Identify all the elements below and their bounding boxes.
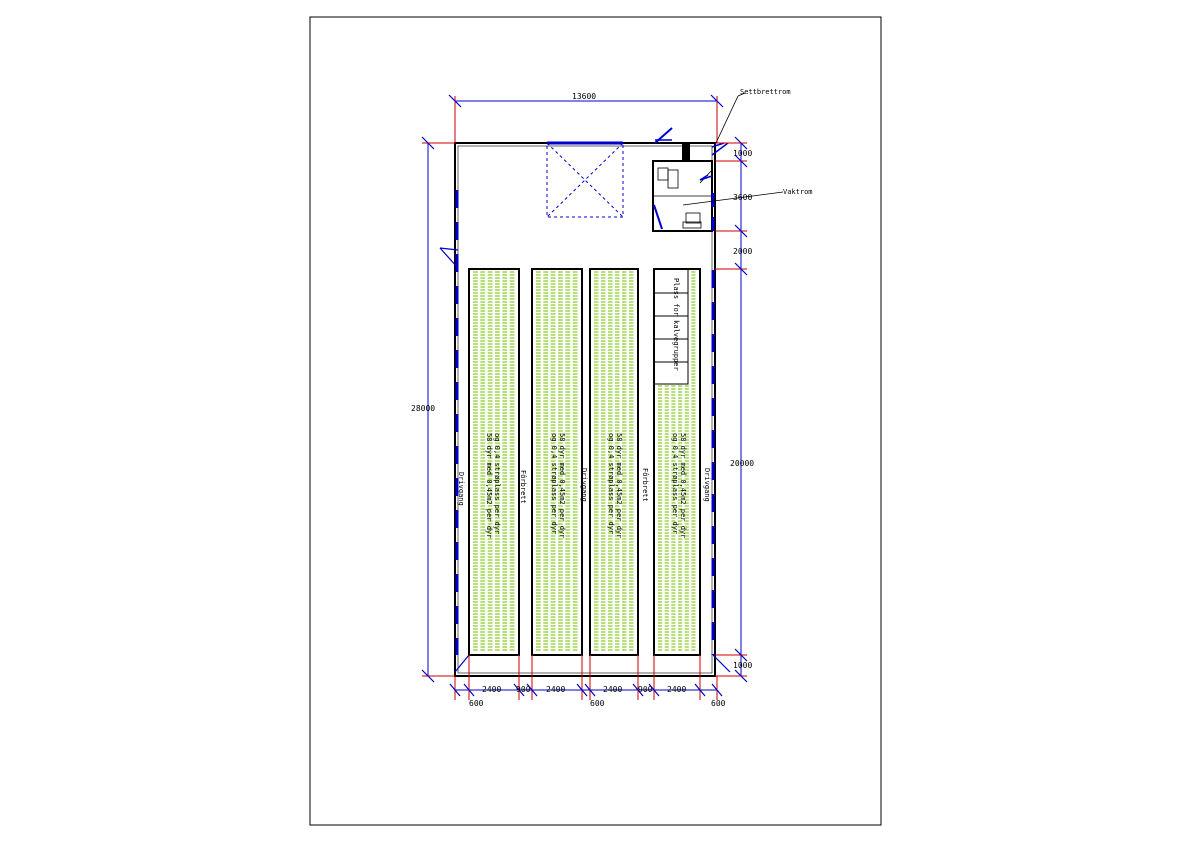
dimension-texts: 13600 28000 1000 3600 2000 20000 1000 24… [411,88,813,708]
building-outline [454,142,716,677]
pen-1-label-line2: og 0,4 strøplass per dyr [493,433,501,534]
side-doors [439,190,731,673]
calf-group-area [653,268,689,385]
dim-walkway-2: 900 [638,685,653,694]
water-room-label: Vaktrom [783,188,813,196]
dim-side-right: 600 [711,699,726,708]
dim-top-gap: 1000 [733,149,752,158]
pen-1-label-line1: 58 dyr med 0,45m2 per dyr [485,433,493,538]
pen-2-label-line1: 58 dyr med 0,45m2 per dyr [558,433,566,538]
roof-hatch [546,141,624,218]
pen-4 [653,268,701,656]
walkway-label-left: Drivgang [457,472,465,506]
dim-pen-width-2: 2400 [546,685,565,694]
pen-group [468,268,701,656]
pen-2 [531,268,583,656]
dim-side-left: 600 [469,699,484,708]
pen-3-label-line2: og 0,4 strøplass per dyr [607,433,615,534]
pen-4-label-line1: 58 dyr med 0,45m2 per dyr [679,433,687,538]
dimension-lines [421,92,784,700]
walkway-label-middle: Drivgang [580,468,588,502]
pen-1 [468,268,520,656]
dim-pen-width-4: 2400 [667,685,686,694]
entry-doors [654,127,729,156]
feeding-aisle-label-right: Fôrbrett [641,468,649,502]
pen-labels: 58 dyr med 0,45m2 per dyr og 0,4 strøpla… [485,278,687,538]
dim-overall-width: 13600 [572,92,596,101]
aisle-labels: Drivgang Fôrbrett Drivgang Fôrbrett Driv… [457,468,711,506]
dim-bottom-gap: 1000 [733,661,752,670]
dim-room-depth: 3600 [733,193,752,202]
dim-side-middle: 600 [590,699,605,708]
dim-pen-width-3: 2400 [603,685,622,694]
sheet-border [309,16,882,826]
feeding-aisle-label-left: Fôrbrett [519,470,527,504]
pen-3-label-line1: 58 dyr med 0,45m2 per dyr [615,433,623,538]
bedding-hatching [473,271,696,651]
dim-overall-length: 28000 [411,404,435,413]
dim-walkway-1: 900 [516,685,531,694]
utility-room-label: Settbrettrom [740,88,791,96]
dim-pen-width-1: 2400 [482,685,501,694]
walkway-label-right: Drivgang [703,468,711,502]
pen-4-label-line2: og 0,4 strøplass per dyr [671,433,679,534]
calf-area-label: Plass for kalvegrupper [672,278,680,371]
pen-3 [589,268,639,656]
dim-gap-to-pens: 2000 [733,247,752,256]
pen-2-label-line2: og 0,4 strøplass per dyr [550,433,558,534]
dim-pen-length: 20000 [730,459,754,468]
service-room [652,143,713,232]
